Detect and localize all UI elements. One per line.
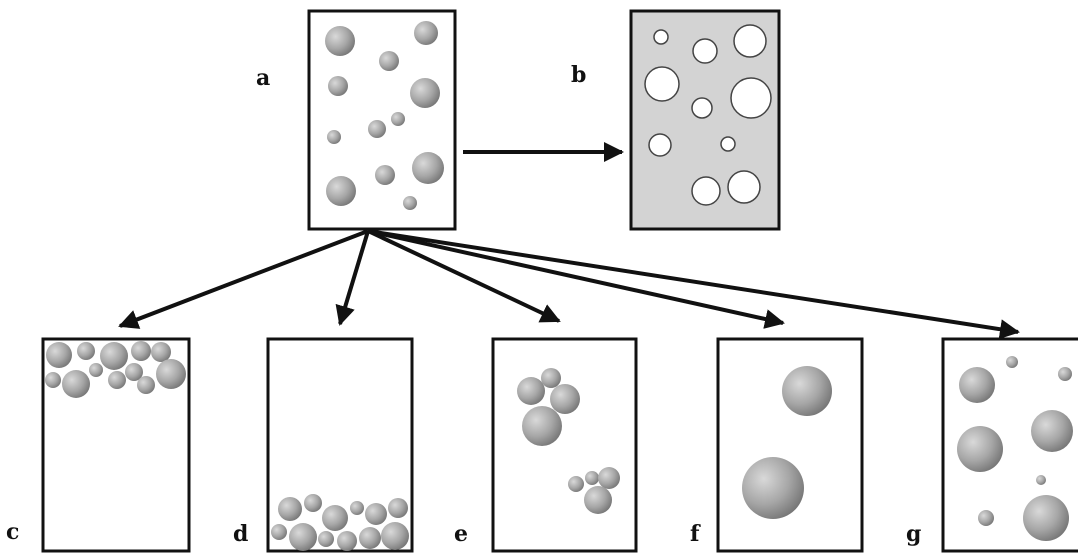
droplet [1006,356,1018,368]
droplet [108,371,126,389]
droplet [328,76,348,96]
arrow-a-to-g [367,229,1020,340]
arrows-from-a [118,229,1020,340]
panel-d-droplets [271,494,409,551]
droplet [304,494,322,512]
panel-e [491,337,638,553]
droplet [151,342,171,362]
droplet [410,78,440,108]
droplet [326,176,356,206]
droplet [46,342,72,368]
void [653,29,669,45]
droplet [131,341,151,361]
label-g: g [906,521,921,547]
panel-d [266,337,414,553]
arrow-a-to-e [367,229,561,323]
panel-f-droplets [742,366,832,519]
label-c: c [6,519,19,545]
panel-f-frame [716,337,864,553]
void [727,170,761,204]
droplet [388,498,408,518]
droplet [585,471,599,485]
label-d: d [233,521,248,547]
void [720,136,736,152]
droplet [100,342,128,370]
droplet [1023,495,1069,541]
void [648,133,672,157]
droplet [125,363,143,381]
droplet [1036,475,1046,485]
label-a: a [256,65,270,91]
arrow-a-to-d [335,230,370,326]
panel-b [629,9,781,231]
droplet [365,503,387,525]
panel-c-droplets [45,341,186,398]
panel-b-voids [644,24,772,206]
void [733,24,767,58]
void [730,77,772,119]
droplet [568,476,584,492]
droplet [782,366,832,416]
droplet [77,342,95,360]
droplet [322,505,348,531]
droplet [62,370,90,398]
void [691,176,721,206]
droplet [1031,410,1073,452]
panel-f [716,337,864,553]
droplet [271,524,287,540]
arrow-a-to-f [367,229,785,329]
droplet [517,377,545,405]
panel-a-droplets [325,21,444,210]
arrow-a-to-c [118,229,369,329]
droplet [414,21,438,45]
label-e: e [454,521,468,547]
droplet [957,426,1003,472]
droplet [359,527,381,549]
droplet [368,120,386,138]
droplet [45,372,61,388]
void [644,66,680,102]
droplet [89,363,103,377]
panel-g [941,337,1078,553]
droplet [598,467,620,489]
droplet [381,522,409,550]
droplet [375,165,395,185]
droplet [289,523,317,551]
droplet [350,501,364,515]
droplet [379,51,399,71]
droplet [403,196,417,210]
droplet [959,367,995,403]
droplet [278,497,302,521]
droplet [137,376,155,394]
droplet [325,26,355,56]
droplet [978,510,994,526]
droplet [584,486,612,514]
droplet [742,457,804,519]
panel-a [307,9,457,231]
droplet [337,531,357,551]
droplet [522,406,562,446]
droplet [391,112,405,126]
droplet [318,531,334,547]
panel-g-droplets [957,356,1073,541]
panel-e-frame [491,337,638,553]
droplet [541,368,561,388]
droplet [412,152,444,184]
droplet [156,359,186,389]
panel-e-droplets [517,368,620,514]
label-b: b [571,62,586,88]
droplet [327,130,341,144]
void [691,97,713,119]
label-f: f [690,521,701,547]
void [692,38,718,64]
panel-c [41,337,191,553]
droplet [550,384,580,414]
droplet [1058,367,1072,381]
